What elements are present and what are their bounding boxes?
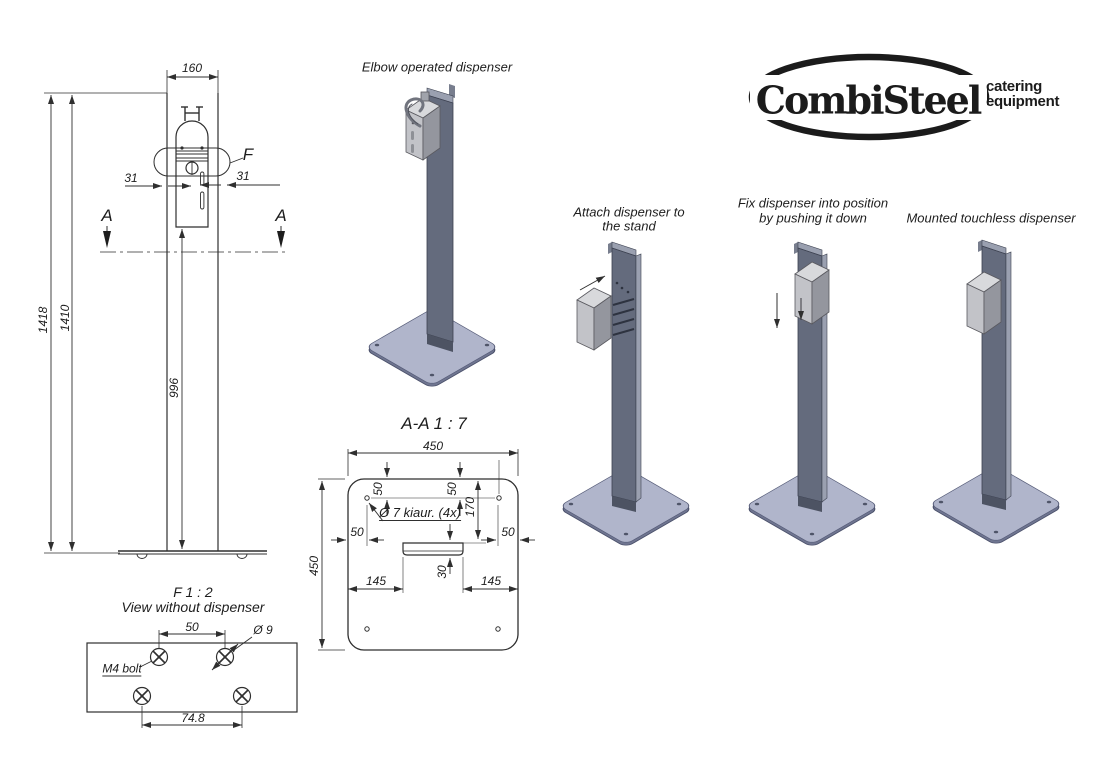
- dim-31-right: 31: [236, 169, 250, 183]
- detail-f-letter: F: [242, 145, 254, 164]
- dim-hole-50-tl: 50: [371, 482, 385, 496]
- elbow-stand-illustration: [368, 84, 496, 387]
- dim-hole-diameter: Ø 9: [253, 623, 273, 637]
- dim-hole-50-left: 50: [350, 525, 364, 539]
- dim-145-right: 145: [480, 574, 502, 588]
- detail-f-linework: [86, 630, 298, 728]
- caption-fix-line2: by pushing it down: [759, 210, 867, 226]
- section-a-left: A: [101, 206, 113, 225]
- dim-170: 170: [463, 496, 477, 518]
- dim-post-height: 1410: [58, 304, 72, 332]
- label-holes-4x: Ø 7 kiaur. (4x): [379, 505, 461, 521]
- logo-brand-text: CombiSteel: [755, 77, 983, 123]
- dim-total-height: 1418: [36, 306, 50, 334]
- fix-stand-illustration: [744, 241, 880, 548]
- caption-elbow-dispenser: Elbow operated dispenser: [361, 59, 513, 75]
- dim-screw-spacing-top: 50: [185, 620, 199, 634]
- section-aa-title: A-A 1 : 7: [401, 414, 467, 433]
- dim-screw-spacing-bottom: 74.8: [181, 711, 205, 725]
- detail-f-title: F 1 : 2: [173, 584, 213, 600]
- dim-996: 996: [167, 377, 181, 399]
- caption-attach-line1: Attach dispenser to: [573, 204, 685, 220]
- logo-tagline-line2: equipment: [986, 93, 1060, 110]
- dim-hole-50-right: 50: [501, 525, 515, 539]
- front-view-linework: [44, 70, 287, 559]
- dim-column-width: 160: [181, 61, 203, 75]
- dim-slot-30: 30: [435, 565, 449, 579]
- dim-plate-height: 450: [307, 555, 321, 577]
- dim-hole-50-tr: 50: [445, 482, 459, 496]
- section-aa-linework: [318, 449, 535, 651]
- logo-ellipse: [748, 53, 990, 141]
- caption-mounted: Mounted touchless dispenser: [906, 210, 1076, 226]
- detail-f-subtitle: View without dispenser: [121, 599, 265, 615]
- label-m4-bolt: M4 bolt: [102, 661, 142, 677]
- caption-fix-line1: Fix dispenser into position: [737, 195, 889, 211]
- mounted-stand-illustration: [928, 239, 1064, 546]
- attach-stand-illustration: [558, 241, 694, 548]
- dim-plate-width: 450: [422, 439, 444, 453]
- dim-145-left: 145: [365, 574, 387, 588]
- caption-attach-line2: the stand: [602, 218, 656, 234]
- dim-31-left: 31: [124, 171, 138, 185]
- section-a-right: A: [275, 206, 287, 225]
- logo-tagline-line1: catering: [986, 78, 1042, 95]
